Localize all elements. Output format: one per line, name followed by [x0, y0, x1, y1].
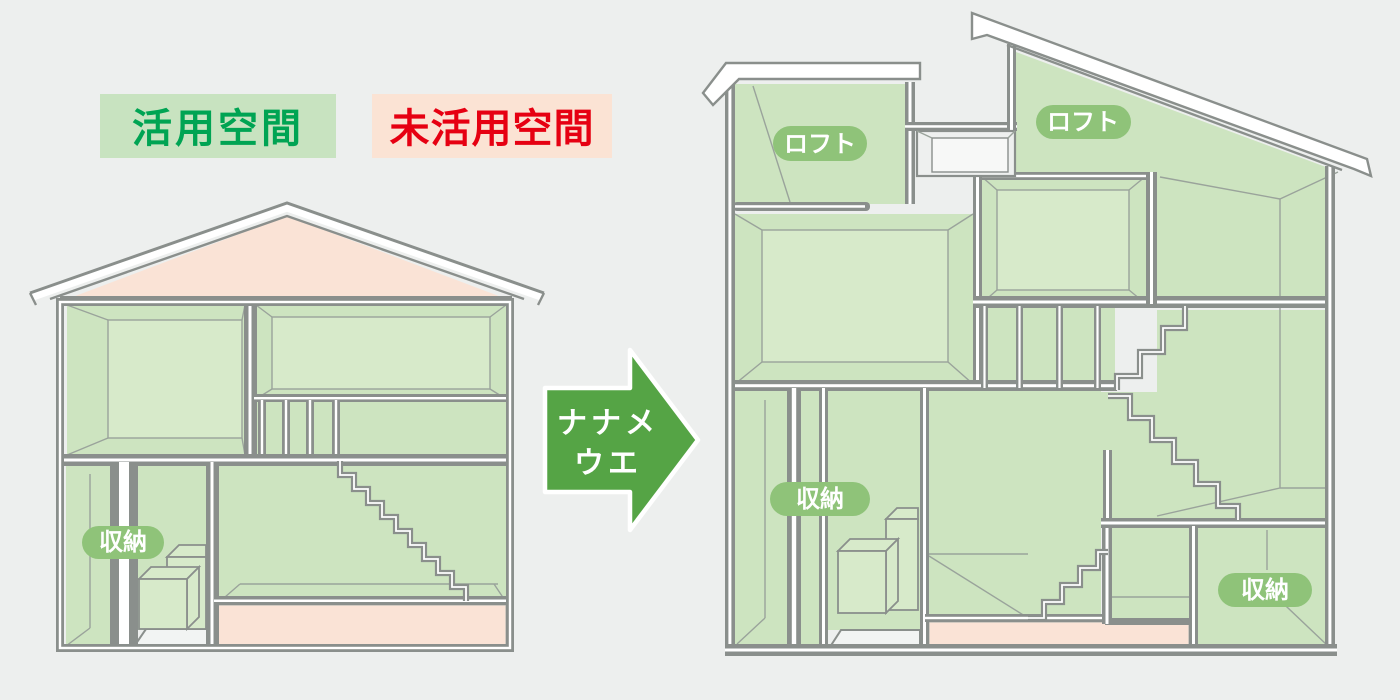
legend: 活用空間 未活用空間 — [100, 94, 612, 158]
closet-step-boxes — [131, 544, 209, 649]
second-floor-stairwell — [981, 306, 1115, 388]
arrow-label-line2: ウエ — [574, 447, 642, 480]
storage-badge: 収納 — [770, 482, 870, 516]
second-floor-stairwell — [256, 400, 506, 456]
storage-badge: 収納 — [1218, 573, 1312, 607]
first-floor-main-room — [217, 464, 507, 604]
skip-floor-staircase — [1028, 306, 1242, 622]
first-floor-center-room — [929, 390, 1101, 618]
staircase — [336, 461, 470, 601]
loft-badge: ロフト — [773, 126, 867, 161]
storage-badge: 収納 — [82, 526, 164, 559]
lower-small-room — [1111, 528, 1189, 620]
storage-badge-label: 収納 — [99, 528, 147, 556]
first-floor-left-room — [735, 390, 787, 646]
balcony-box — [915, 129, 1017, 178]
storage-badge-label: 収納 — [1241, 576, 1289, 604]
right-house-section: ロフト ロフト 収納 収納 — [701, 11, 1373, 656]
room-back-wall — [996, 189, 1130, 291]
sloped-roof — [970, 11, 1373, 178]
loft-badge-label: ロフト — [784, 131, 856, 158]
arrow-label-line1: ナナメ — [557, 407, 659, 440]
room-back-wall — [761, 229, 949, 363]
transform-arrow: ナナメ ウエ — [542, 347, 701, 533]
loft-badge-label: ロフト — [1047, 109, 1119, 136]
loft-badge: ロフト — [1036, 105, 1131, 139]
right-arrow-icon — [542, 347, 701, 533]
underfloor-unutilized-space — [928, 621, 1190, 647]
first-floor-corridor — [801, 390, 819, 646]
legend-utilized-swatch — [100, 94, 336, 158]
legend-utilized-label: 活用空間 — [132, 107, 304, 151]
attic-unutilized-space — [70, 216, 504, 298]
room-back-wall — [107, 319, 243, 439]
underfloor-unutilized-space — [217, 604, 507, 646]
left-house-section: 収納 — [28, 201, 546, 652]
legend-unutilized-label: 未活用空間 — [390, 107, 595, 151]
right-house-walls — [725, 44, 1337, 656]
storage-badge-label: 収納 — [796, 485, 844, 513]
flat-parapet-roof — [701, 61, 922, 107]
second-floor-right-room — [1157, 310, 1325, 520]
gable-roof — [28, 201, 546, 306]
room-back-wall — [271, 316, 491, 390]
legend-unutilized-swatch — [372, 94, 612, 158]
